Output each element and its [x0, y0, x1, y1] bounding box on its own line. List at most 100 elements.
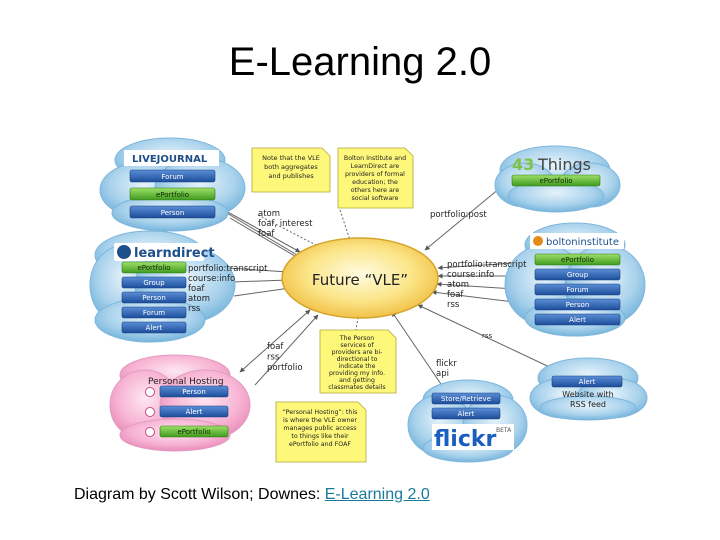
note-line: Note that the VLE — [262, 154, 320, 162]
hosting-item-bar — [159, 425, 229, 438]
website-cloud: Alert Website with RSS feed — [529, 357, 648, 421]
website-caption-line1: Website with — [562, 390, 613, 399]
learndirect-item-bar — [121, 291, 187, 304]
learndirect-cloud: learndirect ePortfolioGroupPersonForumAl… — [89, 230, 236, 343]
edge-label: atom — [188, 294, 210, 304]
note-line: indicate the — [339, 363, 376, 370]
note-line: others here are — [351, 187, 400, 194]
bolton-item-label: Group — [567, 271, 589, 279]
flickr-logo-text: flickr — [434, 427, 497, 452]
livejournal-item-label: Forum — [161, 173, 183, 181]
website-item-label: Alert — [579, 378, 596, 386]
learndirect-item-label: ePortfolio — [137, 264, 170, 272]
center-vle: Future “VLE” — [281, 237, 439, 319]
note-line: Bolton Institute and — [344, 155, 406, 162]
edge-label: foaf — [258, 229, 275, 239]
edge-label: foaf, interest — [258, 219, 313, 229]
note-line: providing my info. — [329, 370, 385, 377]
hosting-item-label: Alert — [186, 408, 203, 416]
bolton-item-bar — [534, 253, 621, 266]
note-line: providers of formal — [345, 171, 405, 178]
hosting-item-bar — [159, 385, 229, 398]
learndirect-logo: learndirect — [134, 246, 215, 261]
note-line: LearnDirect are — [351, 163, 400, 170]
edge-label: atom — [258, 209, 280, 219]
edge-label: atom — [447, 280, 469, 290]
note-line: both aggregates — [264, 163, 318, 171]
note-line: providers are bi- — [332, 349, 383, 356]
edge-label: portfolio — [267, 363, 303, 373]
bolton-item-bar — [534, 313, 621, 326]
edge-label: course:info — [188, 274, 235, 284]
edge-label: api — [436, 369, 449, 379]
learndirect-item-bar — [121, 276, 187, 289]
bolton-item-label: Person — [566, 301, 590, 309]
43things-cloud: 43 Things ePortfolio — [494, 145, 621, 213]
flickr-logo: flickr — [434, 427, 497, 452]
livejournal-logo — [124, 150, 219, 166]
note-line: services of — [340, 342, 374, 349]
edge-label: portfolio:transcript — [188, 264, 268, 274]
note-line: to things like their — [291, 433, 349, 440]
note-line: The Person — [339, 335, 374, 342]
edge-label: rss — [267, 353, 280, 363]
personal-hosting-heading: Personal Hosting — [148, 377, 224, 387]
page-title: E-Learning 2.0 — [228, 40, 492, 84]
website-caption-line2: RSS feed — [570, 400, 606, 409]
learndirect-logo-icon — [117, 245, 131, 259]
edge-label: foaf — [267, 342, 284, 352]
edge-label: rss — [482, 332, 493, 340]
learndirect-item-label: Forum — [143, 309, 165, 317]
bolton-item-label: ePortfolio — [561, 256, 594, 264]
note-line: directional to — [337, 356, 378, 363]
43things-logo-number: 43 — [512, 155, 534, 174]
learndirect-item-label: Group — [143, 279, 165, 287]
43things-item-label: ePortfolio — [539, 177, 572, 185]
hosting-item-bar — [159, 405, 229, 418]
edge-label: foaf — [188, 284, 205, 294]
note-line: education; the — [352, 179, 398, 186]
flickr-item-bar — [431, 407, 501, 420]
note-line: and publishes — [268, 172, 314, 180]
edge-label: rss — [188, 304, 201, 314]
livejournal-logo-text: LIVEJOURNAL — [132, 154, 208, 165]
flickr-beta: BETA — [496, 427, 512, 434]
bolton-cloud: boltoninstitute ePortfolioGroupForumPers… — [504, 222, 646, 337]
hosting-item-label: ePortfolio — [177, 428, 210, 436]
learndirect-item-label: Person — [142, 294, 166, 302]
edge-label: portfolio:transcript — [447, 260, 527, 270]
caption-link[interactable]: E-Learning 2.0 — [324, 486, 430, 503]
livejournal-item-bar — [129, 187, 216, 201]
bolton-item-label: Forum — [566, 286, 588, 294]
bolton-item-bar — [534, 283, 621, 296]
flickr-item-bar — [431, 392, 501, 405]
edge-label: flickr — [436, 359, 457, 369]
bolton-item-bar — [534, 298, 621, 311]
bolton-logo: boltoninstitute — [546, 237, 619, 248]
learndirect-item-bar — [121, 321, 187, 334]
note-line: and getting — [339, 377, 375, 384]
learndirect-item-label: Alert — [146, 324, 163, 332]
center-vle-label: Future “VLE” — [312, 271, 408, 289]
note-line: is where the VLE owner — [283, 417, 357, 424]
43things-item-bar — [511, 174, 601, 187]
bolton-item-label: Alert — [569, 316, 586, 324]
note-line: ePortfolio and FOAF — [289, 441, 351, 448]
hosting-item-icon — [145, 387, 155, 397]
livejournal-item-bar — [129, 205, 216, 219]
edge-label: rss — [447, 300, 460, 310]
note-line: “Personal Hosting”: this — [283, 409, 358, 416]
livejournal-item-bar — [129, 169, 216, 183]
flickr-item-label: Alert — [458, 410, 475, 418]
hosting-item-icon — [145, 407, 155, 417]
note-line: social software — [352, 195, 399, 202]
learndirect-item-bar — [121, 261, 187, 274]
diagram-caption: Diagram by Scott Wilson; Downes: E-Learn… — [74, 486, 430, 504]
